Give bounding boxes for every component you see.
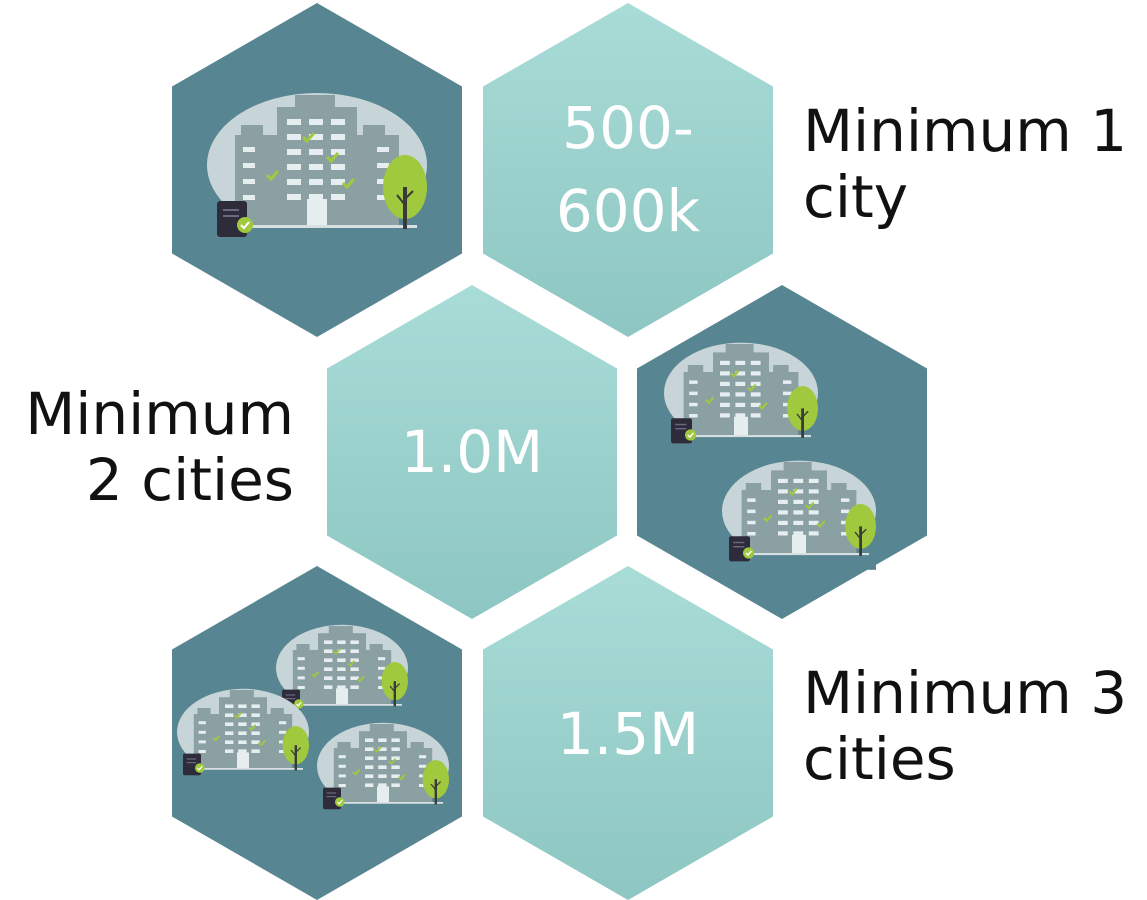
tree-icon	[383, 155, 427, 229]
tree-icon	[381, 662, 408, 707]
tree-icon	[422, 760, 449, 805]
tier-2-requirement-label: Minimum 2 cities	[0, 381, 294, 513]
tree-icon	[282, 726, 309, 771]
document-check-icon	[729, 536, 755, 562]
city-building-icon	[664, 342, 818, 452]
tier-1-requirement-line-1: Minimum 1	[803, 97, 1128, 165]
tier-2-requirement-line-1: Minimum	[25, 380, 294, 448]
tier-3-value-text: 1.5M	[557, 700, 699, 768]
document-check-icon	[183, 753, 205, 776]
document-check-icon	[323, 787, 345, 810]
tier-1-value-text: 600k	[556, 177, 701, 245]
tier-2-value-text: 1.0M	[401, 418, 543, 486]
tier-1-value-hexagon: 500- 600k	[483, 3, 773, 337]
hexagon-shape	[483, 566, 773, 900]
tree-icon	[845, 504, 876, 556]
city-building-icon	[177, 688, 309, 783]
tier-2-value-hexagon: 1.0M	[327, 285, 617, 619]
hexagon-shape	[327, 285, 617, 619]
tier-2-city-hexagon	[637, 285, 927, 619]
tier-3-city-hexagon	[172, 566, 462, 900]
tier-3-requirement-line-1: Minimum 3	[803, 659, 1128, 727]
tier-1-city-hexagon	[172, 3, 462, 337]
tier-3-requirement-label: Minimum 3 cities	[803, 660, 1127, 792]
city-building-icon	[722, 460, 876, 570]
tier-3-value-hexagon: 1.5M	[483, 566, 773, 900]
tree-icon	[787, 386, 818, 438]
tier-2-requirement-line-2: 2 cities	[85, 446, 294, 514]
tier-3-requirement-line-2: cities	[803, 725, 956, 793]
tier-1-value-text: 500-	[562, 94, 694, 162]
document-check-icon	[217, 201, 253, 237]
tier-1-requirement-label: Minimum 1 city	[803, 98, 1127, 230]
city-building-icon	[317, 722, 449, 817]
tier-1-requirement-line-2: city	[803, 163, 909, 231]
hexagon-shape	[483, 3, 773, 337]
city-building-icon	[207, 93, 427, 249]
city-building-icon	[276, 624, 408, 719]
document-check-icon	[671, 418, 697, 444]
